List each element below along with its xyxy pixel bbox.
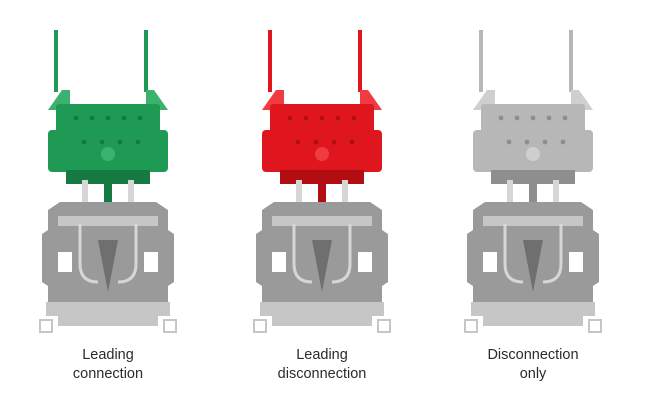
contact-leg-right — [342, 180, 348, 218]
spring-clamp-right — [331, 224, 352, 284]
caption: Leading connection — [18, 346, 198, 384]
plug-hole — [349, 139, 355, 145]
plug-hole — [105, 115, 111, 121]
plug-hole — [303, 115, 309, 121]
panel-disconnection-only: Disconnection only — [443, 0, 623, 414]
plug-hole — [135, 139, 141, 145]
cable-entry-left — [272, 252, 286, 272]
plug-hole — [351, 115, 357, 121]
plug-hole — [542, 139, 548, 145]
plug-center-boss — [315, 147, 329, 161]
caption-line-1: Disconnection — [487, 347, 579, 363]
plug-hole — [137, 115, 143, 121]
plug-hole — [560, 139, 566, 145]
plug-hole — [295, 139, 301, 145]
separator-blade — [104, 180, 112, 210]
center-wedge — [98, 240, 118, 292]
test-pin-left — [268, 30, 272, 92]
plug-hole — [562, 115, 568, 121]
plug-hole — [99, 139, 105, 145]
plug-center-boss — [526, 147, 540, 161]
terminal-top-rib — [483, 216, 583, 226]
terminal-top-rib — [58, 216, 158, 226]
caption: Disconnection only — [443, 346, 623, 384]
spring-clamp-left — [78, 224, 99, 284]
caption-line-2: only — [519, 366, 547, 382]
separator-blade — [529, 180, 537, 210]
spring-clamp-right — [542, 224, 563, 284]
plug-hole — [89, 115, 95, 121]
din-rail-foot — [46, 302, 170, 326]
contact-leg-right — [128, 180, 134, 218]
terminal-illustration — [39, 30, 177, 333]
rail-clip-left — [39, 319, 53, 333]
caption-line-2: disconnection — [277, 366, 367, 382]
plug-hole — [121, 115, 127, 121]
rail-clip-right — [163, 319, 177, 333]
plug-hole — [331, 139, 337, 145]
plug-hole — [546, 115, 552, 121]
rail-clip-right — [588, 319, 602, 333]
plug-hole — [117, 139, 123, 145]
contact-leg-left — [82, 180, 88, 218]
caption-line-1: Leading — [296, 347, 348, 363]
panel-leading-disconnection: Leading disconnection — [232, 0, 412, 414]
test-pin-right — [358, 30, 362, 92]
center-wedge — [312, 240, 332, 292]
plug-hole — [81, 139, 87, 145]
test-pin-left — [54, 30, 58, 92]
cable-entry-left — [58, 252, 72, 272]
plug-hole — [530, 115, 536, 121]
cable-entry-left — [483, 252, 497, 272]
caption-line-2: connection — [72, 366, 144, 382]
center-wedge — [523, 240, 543, 292]
terminal-illustration — [464, 30, 602, 333]
cable-entry-right — [358, 252, 372, 272]
spring-clamp-left — [292, 224, 313, 284]
panel-leading-connection: Leading connection — [18, 0, 198, 414]
spring-clamp-left — [503, 224, 524, 284]
rail-clip-right — [377, 319, 391, 333]
caption-line-1: Leading — [82, 347, 134, 363]
rail-clip-left — [253, 319, 267, 333]
cable-entry-right — [569, 252, 583, 272]
rail-clip-left — [464, 319, 478, 333]
plug-hole — [498, 115, 504, 121]
caption: Leading disconnection — [232, 346, 412, 384]
plug-center-boss — [101, 147, 115, 161]
test-pin-right — [569, 30, 573, 92]
test-pin-left — [479, 30, 483, 92]
plug-hole — [335, 115, 341, 121]
plug-hole — [319, 115, 325, 121]
din-rail-foot — [260, 302, 384, 326]
terminal-illustration — [253, 30, 391, 333]
plug-hole — [287, 115, 293, 121]
plug-hole — [73, 115, 79, 121]
plug-hole — [313, 139, 319, 145]
plug-hole — [506, 139, 512, 145]
test-pin-right — [144, 30, 148, 92]
separator-blade — [318, 180, 326, 210]
spring-clamp-right — [117, 224, 138, 284]
terminal-top-rib — [272, 216, 372, 226]
contact-leg-left — [507, 180, 513, 218]
plug-hole — [514, 115, 520, 121]
din-rail-foot — [471, 302, 595, 326]
cable-entry-right — [144, 252, 158, 272]
contact-leg-right — [553, 180, 559, 218]
plug-hole — [524, 139, 530, 145]
contact-leg-left — [296, 180, 302, 218]
